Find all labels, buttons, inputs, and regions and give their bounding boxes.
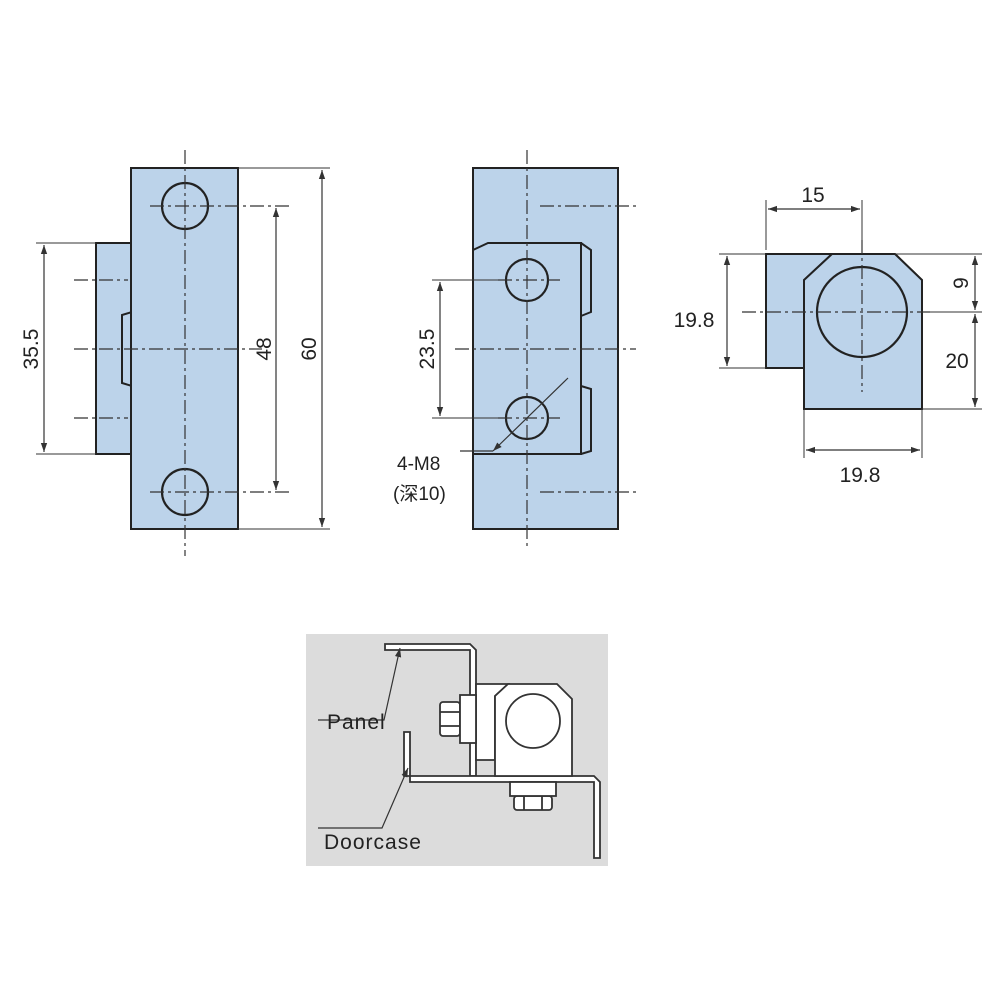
panel-screw-icon [439,694,477,744]
hinge-pin-bore [505,693,561,749]
dim-text-19-8-bottom: 19.8 [840,464,881,487]
thread-leader-diagonal [492,377,569,452]
panel-leader [318,647,402,721]
dim-text-23-5: 23.5 [416,329,439,370]
dim-text-48: 48 [253,337,276,360]
top-view: 15 19.8 9 20 19.8 [674,184,982,487]
side-view: 23.5 4-M8 (深10) [393,150,636,548]
side-bracket-bottom-lip [580,385,592,455]
panel-label: Panel [327,711,386,734]
thread-depth-label: (深10) [393,483,446,505]
side-bracket-top-lip [580,242,592,317]
dim-text-60: 60 [298,337,321,360]
installation-diagram: Panel Doorcase [306,634,608,866]
dim-text-20: 20 [945,350,968,373]
dim-text-9: 9 [950,277,973,289]
front-base-slot [121,311,133,387]
dim-text-35-5: 35.5 [20,329,43,370]
doorcase-screw-icon [509,781,557,811]
side-main-body [472,167,619,530]
doorcase-leader [318,767,409,829]
front-view: 35.5 48 60 [20,150,330,556]
thread-spec-label: 4-M8 [397,454,440,475]
doorcase-label: Doorcase [324,831,422,854]
dim-text-15: 15 [801,184,824,207]
dim-text-19-8-left: 19.8 [674,309,715,332]
